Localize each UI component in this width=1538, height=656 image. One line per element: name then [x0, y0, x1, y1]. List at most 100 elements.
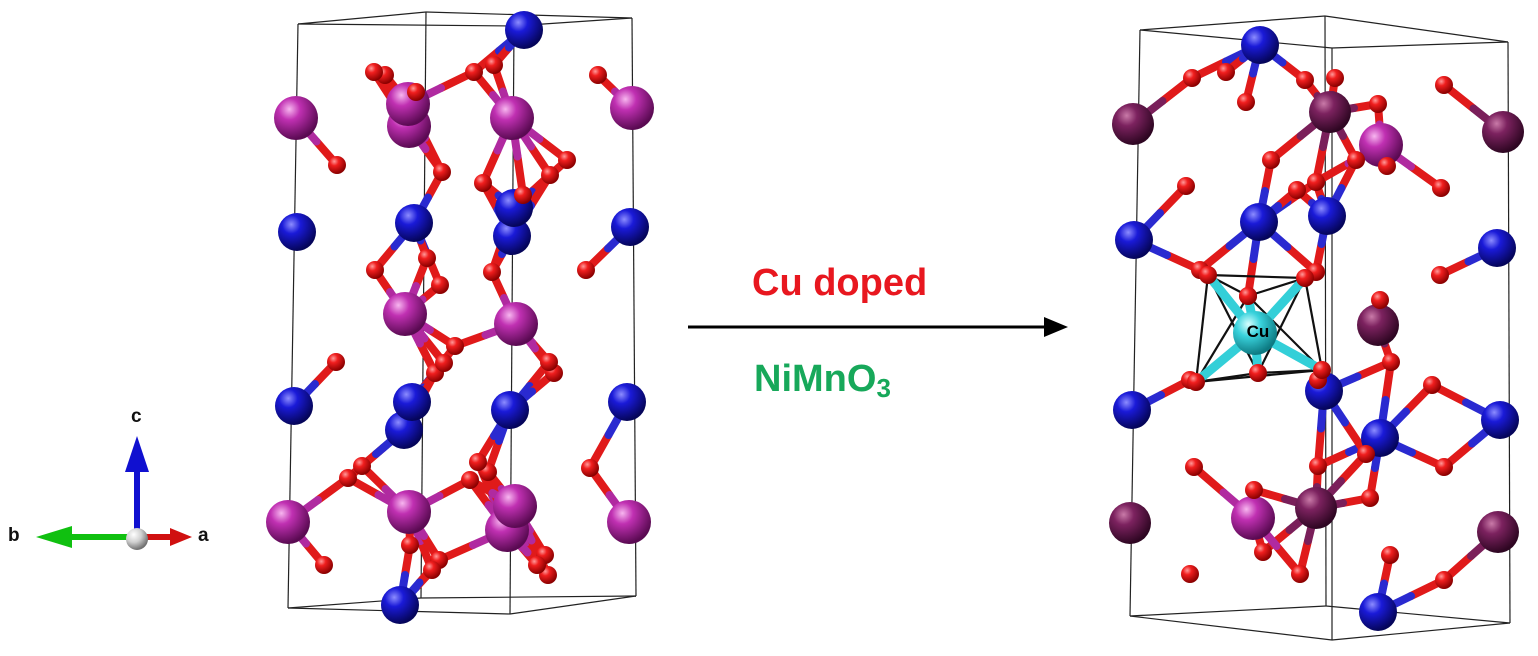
cu-dopant-label: Cu	[1247, 322, 1270, 341]
oxygen-atom	[1432, 179, 1450, 197]
oxygen-atom	[1361, 489, 1379, 507]
dark-magenta-cation-atom	[1295, 487, 1337, 529]
blue-cation-atom	[1359, 593, 1397, 631]
oxygen-atom	[541, 166, 559, 184]
oxygen-atom	[1347, 151, 1365, 169]
oxygen-atom	[1199, 266, 1217, 284]
oxygen-atom	[1187, 373, 1205, 391]
oxygen-atom	[1239, 287, 1257, 305]
oxygen-atom	[315, 556, 333, 574]
oxygen-atom	[558, 151, 576, 169]
blue-cation-atom	[395, 204, 433, 242]
magenta-cation-atom	[494, 302, 538, 346]
oxygen-atom	[1296, 71, 1314, 89]
magenta-cation-atom	[490, 96, 534, 140]
right-atoms	[1109, 26, 1524, 631]
dark-magenta-cation-atom	[1477, 511, 1519, 553]
oxygen-atom	[1291, 565, 1309, 583]
oxygen-atom	[1369, 95, 1387, 113]
octahedron-edge	[1257, 368, 1323, 375]
oxygen-atom	[1185, 458, 1203, 476]
oxygen-atom	[407, 83, 425, 101]
axes-indicator	[36, 436, 192, 550]
dark-magenta-cation-atom	[1109, 502, 1151, 544]
magenta-cation-atom	[610, 86, 654, 130]
oxygen-atom	[1181, 565, 1199, 583]
cell-edge	[1139, 29, 1333, 49]
dark-magenta-cation-atom	[1482, 111, 1524, 153]
reaction-arrow	[688, 317, 1068, 337]
oxygen-atom	[540, 353, 558, 371]
oxygen-atom	[1237, 93, 1255, 111]
oxygen-atom	[1313, 361, 1331, 379]
blue-cation-atom	[1115, 221, 1153, 259]
magenta-cation-atom	[1231, 496, 1275, 540]
blue-cation-atom	[381, 586, 419, 624]
oxygen-atom	[1245, 481, 1263, 499]
left-crystal-structure	[266, 11, 654, 624]
axes-origin	[126, 528, 148, 550]
oxygen-atom	[446, 337, 464, 355]
a-axis-arrowhead	[170, 528, 192, 546]
oxygen-atom	[1307, 173, 1325, 191]
oxygen-atom	[1217, 63, 1235, 81]
cell-edge	[1139, 15, 1326, 31]
oxygen-atom	[353, 457, 371, 475]
reaction-condition: Cu doped	[752, 262, 928, 304]
cell-edge	[1129, 615, 1333, 641]
oxygen-atom	[1326, 69, 1344, 87]
blue-cation-atom	[1113, 391, 1151, 429]
oxygen-atom	[1254, 543, 1272, 561]
octahedron-edge	[1257, 277, 1306, 374]
cell-edge	[420, 595, 637, 599]
cell-edge	[1325, 605, 1511, 624]
formula-subscript: 3	[876, 373, 891, 403]
cell-edge	[297, 11, 427, 25]
blue-cation-atom	[608, 383, 646, 421]
oxygen-atom	[1381, 546, 1399, 564]
left-unit-cell	[287, 11, 637, 615]
dark-magenta-cation-atom	[1309, 91, 1351, 133]
oxygen-atom	[433, 163, 451, 181]
octahedron-edge	[1207, 273, 1306, 280]
oxygen-atom	[339, 469, 357, 487]
dark-magenta-cation-atom	[1112, 103, 1154, 145]
octahedron-edge	[1194, 274, 1210, 383]
blue-cation-atom	[393, 383, 431, 421]
cell-edge	[1129, 605, 1327, 617]
magenta-cation-atom	[383, 292, 427, 336]
blue-cation-atom	[1241, 26, 1279, 64]
magenta-cation-atom	[493, 484, 537, 528]
cu-dopant-site	[1187, 266, 1331, 391]
oxygen-atom	[328, 156, 346, 174]
oxygen-atom	[1262, 151, 1280, 169]
formula-main: NiMnO	[754, 358, 877, 400]
blue-cation-atom	[1308, 197, 1346, 235]
oxygen-atom	[435, 354, 453, 372]
oxygen-atom	[474, 174, 492, 192]
reaction-compound: NiMnO3	[754, 358, 891, 404]
blue-cation-atom	[1481, 401, 1519, 439]
oxygen-atom	[1371, 291, 1389, 309]
b-axis-arrowhead	[36, 526, 72, 548]
cell-edge	[1324, 15, 1509, 43]
dark-magenta-cation-atom	[1357, 304, 1399, 346]
oxygen-atom	[401, 536, 419, 554]
oxygen-atom	[465, 63, 483, 81]
oxygen-atom	[589, 66, 607, 84]
oxygen-atom	[365, 63, 383, 81]
magenta-cation-atom	[1359, 123, 1403, 167]
oxygen-atom	[1435, 571, 1453, 589]
cell-edge	[1331, 622, 1511, 641]
oxygen-atom	[431, 276, 449, 294]
oxygen-atom	[1288, 181, 1306, 199]
oxygen-atom	[327, 353, 345, 371]
oxygen-atom	[1183, 69, 1201, 87]
blue-cation-atom	[278, 213, 316, 251]
oxygen-atom	[528, 556, 546, 574]
oxygen-atom	[1357, 445, 1375, 463]
oxygen-atom	[418, 249, 436, 267]
magenta-cation-atom	[266, 500, 310, 544]
blue-cation-atom	[493, 217, 531, 255]
